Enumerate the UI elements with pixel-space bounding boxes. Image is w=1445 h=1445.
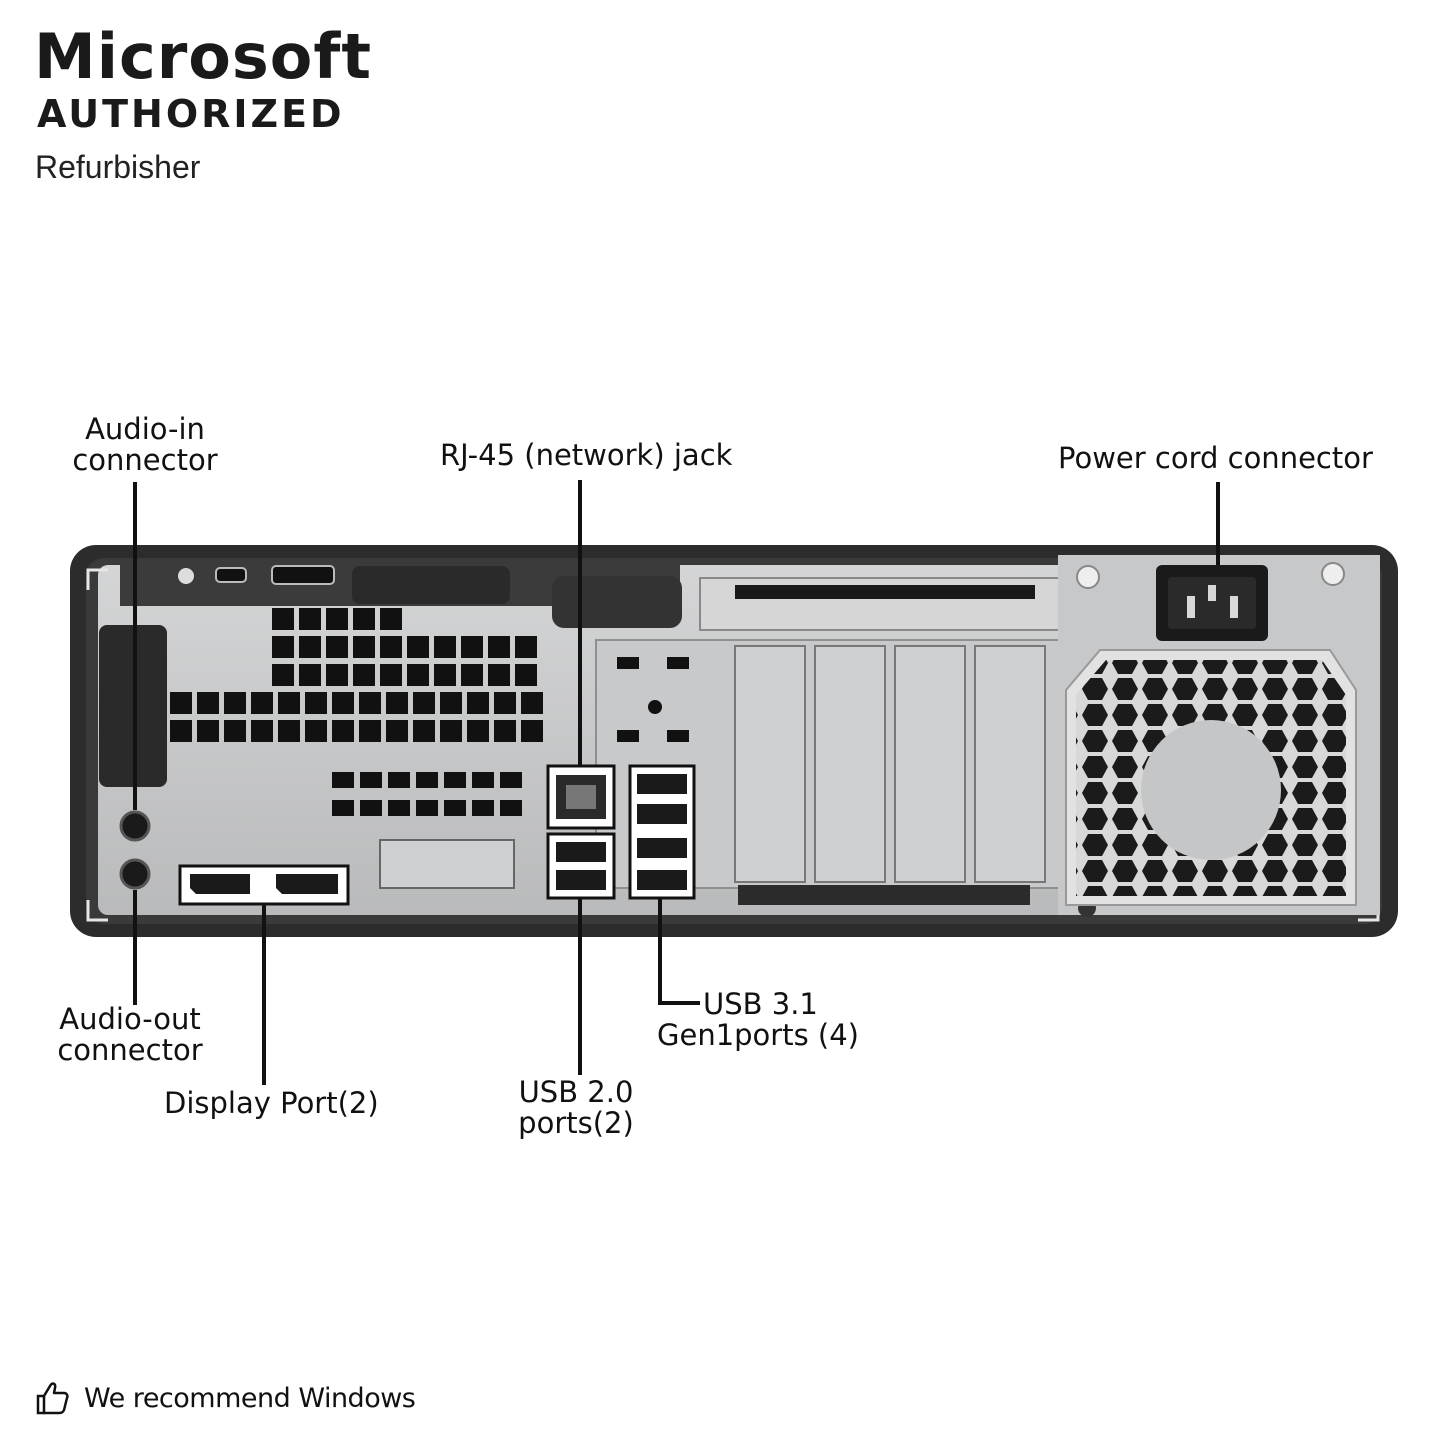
vent-hole [467, 720, 489, 742]
vent-hole [272, 636, 294, 658]
callout-audio-in: Audio-in connector [60, 414, 230, 476]
vent-hole [444, 800, 466, 816]
vent-hole [500, 772, 522, 788]
vent-hole [332, 800, 354, 816]
vent-hole [494, 692, 516, 714]
vent-hole [440, 720, 462, 742]
vent-hole [407, 664, 429, 686]
brand-subtitle: AUTHORIZED [37, 92, 345, 136]
vent-hole [380, 636, 402, 658]
callout-audio-out: Audio-out connector [45, 1004, 215, 1066]
vent-hole [272, 608, 294, 630]
lower-vent-holes [332, 772, 522, 816]
vent-hole [299, 608, 321, 630]
vent-hole [353, 636, 375, 658]
brand-title: Microsoft [34, 20, 372, 93]
vent-hole [386, 692, 408, 714]
callout-usb2-line1: USB 2.0 [518, 1075, 634, 1109]
vent-hole [380, 608, 402, 630]
vent-holes [170, 608, 543, 742]
display-ports [178, 864, 350, 906]
vent-hole [272, 664, 294, 686]
vent-hole [360, 772, 382, 788]
vent-hole [380, 664, 402, 686]
vent-hole [515, 636, 537, 658]
callout-audio-in-line2: connector [72, 443, 218, 477]
callout-power-cord: Power cord connector [1058, 441, 1373, 475]
vent-hole [386, 720, 408, 742]
vent-hole [170, 720, 192, 742]
callout-usb2: USB 2.0 ports(2) [500, 1077, 652, 1139]
vent-hole [434, 636, 456, 658]
callout-usb31: USB 3.1 Gen1ports (4) [657, 989, 859, 1051]
thumbs-up-icon [34, 1380, 70, 1416]
callout-display-port: Display Port(2) [164, 1086, 379, 1120]
vent-hole [488, 636, 510, 658]
vent-hole [360, 800, 382, 816]
vent-hole [224, 720, 246, 742]
vent-hole [326, 608, 348, 630]
vent-hole [170, 692, 192, 714]
vent-hole [500, 800, 522, 816]
vent-hole [388, 772, 410, 788]
vent-hole [326, 664, 348, 686]
vent-hole [434, 664, 456, 686]
usb2-ports [546, 832, 616, 900]
callout-lines [133, 480, 1220, 1085]
vent-hole [359, 692, 381, 714]
audio-jacks [119, 810, 151, 890]
vent-hole [407, 636, 429, 658]
callout-rj45: RJ-45 (network) jack [440, 438, 733, 472]
vent-hole [521, 692, 543, 714]
vent-hole [251, 720, 273, 742]
expansion-slots [595, 577, 1073, 905]
usb31-ports [628, 764, 696, 900]
vent-hole [197, 720, 219, 742]
vent-hole [461, 636, 483, 658]
vent-hole [359, 720, 381, 742]
vent-hole [197, 692, 219, 714]
vent-hole [413, 692, 435, 714]
vent-hole [353, 608, 375, 630]
vent-hole [353, 664, 375, 686]
vent-hole [444, 772, 466, 788]
vent-hole [413, 720, 435, 742]
vent-hole [388, 800, 410, 816]
vent-hole [467, 692, 489, 714]
vent-hole [494, 720, 516, 742]
rj45-jack [546, 764, 616, 830]
vent-hole [488, 664, 510, 686]
callout-audio-in-line1: Audio-in [85, 412, 205, 446]
vent-hole [332, 772, 354, 788]
vent-hole [251, 692, 273, 714]
vent-hole [224, 692, 246, 714]
vent-hole [332, 720, 354, 742]
vent-hole [305, 720, 327, 742]
footer: We recommend Windows [34, 1380, 416, 1416]
vent-hole [326, 636, 348, 658]
vent-hole [305, 692, 327, 714]
vent-hole [440, 692, 462, 714]
footer-text: We recommend Windows [84, 1382, 416, 1414]
vent-hole [332, 692, 354, 714]
callout-usb31-line2: Gen1ports (4) [657, 1018, 859, 1052]
callout-audio-out-line2: connector [57, 1033, 203, 1067]
vent-hole [472, 800, 494, 816]
callout-usb2-line2: ports(2) [518, 1106, 634, 1140]
vent-hole [416, 800, 438, 816]
vent-hole [461, 664, 483, 686]
vent-hole [521, 720, 543, 742]
vent-hole [278, 692, 300, 714]
callout-usb31-line1: USB 3.1 [703, 987, 818, 1021]
vent-hole [278, 720, 300, 742]
vent-hole [416, 772, 438, 788]
vent-hole [299, 664, 321, 686]
brand-tagline: Refurbisher [35, 149, 201, 185]
vent-hole [515, 664, 537, 686]
power-supply [1058, 555, 1380, 917]
vent-hole [472, 772, 494, 788]
callout-audio-out-line1: Audio-out [59, 1002, 201, 1036]
vent-hole [299, 636, 321, 658]
